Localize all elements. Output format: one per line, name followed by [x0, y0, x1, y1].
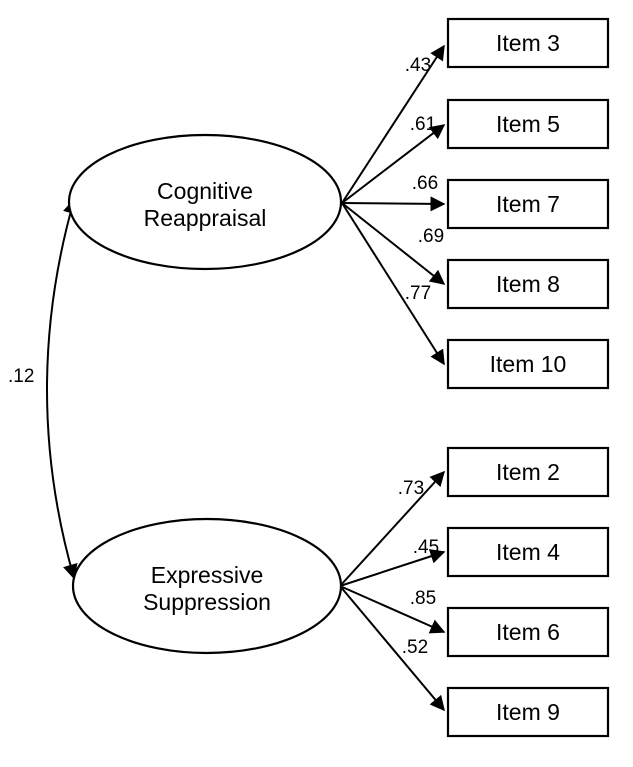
item-box-item8 — [446, 258, 610, 310]
item-label: Item 9 — [496, 699, 560, 725]
loading-label: .61 — [410, 114, 436, 135]
item-label: Item 8 — [496, 271, 560, 297]
loading-label: .77 — [405, 283, 431, 304]
item-box-item3 — [446, 17, 610, 69]
item-label: Item 2 — [496, 459, 560, 485]
loading-label: .85 — [410, 588, 436, 609]
loading-label: .45 — [413, 537, 439, 558]
item-label: Item 5 — [496, 111, 560, 137]
loading-label: .66 — [412, 173, 438, 194]
factor-ellipse-expressive-suppression — [71, 517, 343, 655]
item-box-item7 — [446, 178, 610, 230]
factor-label-line1: Expressive — [151, 562, 263, 588]
loading-arrow-item4 — [339, 549, 446, 587]
item-box-item2 — [446, 446, 610, 498]
loading-arrow-item6 — [339, 585, 446, 634]
factor-label-line2: Suppression — [143, 589, 271, 615]
item-label: Item 4 — [496, 539, 560, 565]
loading-label: .69 — [418, 226, 444, 247]
covariance-arrow — [46, 198, 78, 580]
item-label: Item 6 — [496, 619, 560, 645]
item-box-item4 — [446, 526, 610, 578]
loading-arrow-item9 — [339, 585, 445, 712]
item-box-item9 — [446, 686, 610, 738]
loading-arrow-item5 — [341, 124, 446, 204]
item-label: Item 7 — [496, 191, 560, 217]
loading-arrow-item2 — [339, 470, 446, 587]
loading-label: .52 — [402, 637, 428, 658]
item-box-item6 — [446, 606, 610, 658]
item-box-item10 — [446, 338, 610, 390]
item-label: Item 10 — [490, 351, 567, 377]
loading-arrow-item3 — [341, 44, 445, 204]
loading-label: .43 — [405, 55, 431, 76]
factor-ellipse-cognitive-reappraisal — [67, 133, 343, 271]
item-box-item5 — [446, 98, 610, 150]
loading-label: .73 — [398, 478, 424, 499]
item-label: Item 3 — [496, 30, 560, 56]
loading-arrow-item8 — [341, 202, 446, 285]
factor-label-line1: Cognitive — [157, 178, 253, 204]
factor-label-line2: Reappraisal — [144, 205, 267, 231]
covariance-label: .12 — [8, 366, 34, 387]
loading-arrow-item10 — [341, 202, 445, 366]
loading-arrow-item7 — [341, 196, 446, 212]
